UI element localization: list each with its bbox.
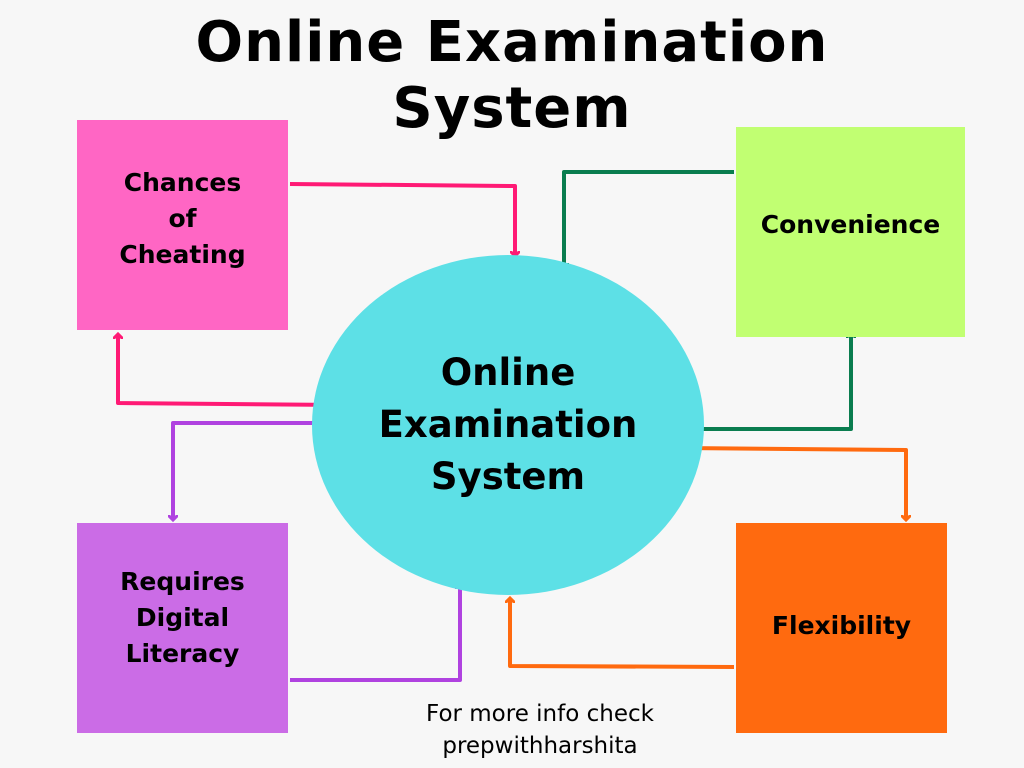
node-convenience: Convenience xyxy=(736,127,965,337)
arrow-flexibility-to-center xyxy=(510,598,735,669)
arrow-cheating-to-center xyxy=(289,182,515,256)
arrow-center-to-convenience xyxy=(682,333,851,431)
footer-line-2: prepwithharshita xyxy=(442,733,638,759)
node-label-line: Flexibility xyxy=(771,611,912,640)
central-node-line-2: Examination xyxy=(378,403,638,446)
arrow-center-to-cheating xyxy=(118,334,344,407)
footer-credit: For more info check prepwithharshita xyxy=(340,698,740,762)
footer-line-1: For more info check xyxy=(426,701,654,727)
node-label-line: Digital xyxy=(135,603,230,632)
node-label-line: Chances xyxy=(123,168,242,197)
arrow-digital-literacy-to-center xyxy=(290,584,460,682)
central-node-line-3: System xyxy=(430,455,586,498)
central-node: Online Examination System xyxy=(312,255,704,595)
node-label-line: Requires xyxy=(120,567,245,596)
diagram-title: Online Examination System xyxy=(0,10,1024,142)
node-flexibility: Flexibility xyxy=(736,523,947,733)
node-label-line: Convenience xyxy=(760,210,941,239)
node-label-line: of xyxy=(168,204,197,233)
node-requires-digital-literacy: Requires Digital Literacy xyxy=(77,523,288,733)
node-label-line: Cheating xyxy=(119,240,246,269)
node-chances-of-cheating: Chances of Cheating xyxy=(77,120,288,330)
title-line-1: Online Examination xyxy=(195,10,829,75)
arrow-convenience-to-center xyxy=(564,170,734,268)
arrow-center-to-digital-literacy xyxy=(173,421,343,520)
central-node-line-1: Online xyxy=(440,351,576,394)
title-line-2: System xyxy=(392,76,632,141)
node-label-line: Literacy xyxy=(125,639,240,668)
arrow-center-to-flexibility xyxy=(681,446,906,520)
